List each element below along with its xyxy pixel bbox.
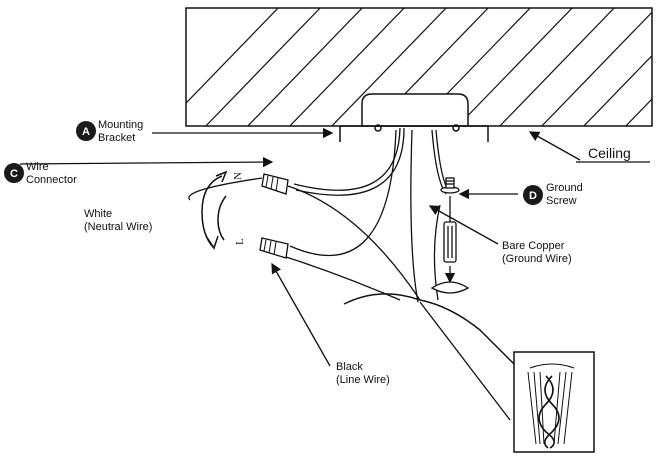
badge-d: D [523, 185, 543, 205]
ground-screw-label-1: Ground [546, 182, 583, 194]
black-wire-label-2: (Line Wire) [336, 374, 390, 386]
junction-box [361, 93, 469, 127]
hatch-line [457, 8, 573, 126]
ground-screw-label-2: Screw [546, 195, 577, 207]
rotate-arrow-icon [201, 170, 228, 250]
bare-copper-label-2: (Ground Wire) [502, 253, 572, 265]
badge-c: C [4, 163, 24, 183]
white-wire-label-1: White [84, 208, 112, 220]
fixture-edge [343, 293, 561, 411]
hatch-line [289, 8, 405, 126]
neutral-mark: N [232, 172, 244, 180]
hatch-line [583, 54, 652, 126]
leader-lines [19, 127, 650, 421]
twist-wires-icon [513, 351, 595, 453]
mounting-bracket-label-1: Mounting [98, 119, 143, 131]
white-wire-label-2: (Neutral Wire) [84, 221, 152, 233]
bare-copper-label-1: Bare Copper [502, 240, 565, 252]
wire-connector-label-2: Connector [26, 174, 77, 186]
hatch-line [205, 8, 321, 126]
ground-screw [440, 177, 460, 194]
mounting-bracket-label-2: Bracket [98, 132, 135, 144]
hatch-line [625, 98, 652, 126]
wire-connector-line [259, 237, 289, 259]
svg-text:D: D [529, 190, 537, 202]
hatch-line [247, 8, 363, 126]
svg-text:A: A [82, 126, 90, 138]
wire-connector-neutral [261, 173, 289, 195]
wires [188, 127, 449, 303]
line-mark: L [234, 238, 246, 245]
ceiling-label: Ceiling [588, 145, 631, 161]
hatch-line [331, 8, 447, 126]
hatch-line [499, 8, 615, 126]
wire-connector-label-1: Wire [26, 161, 49, 173]
badge-a: A [76, 121, 96, 141]
black-wire-label-1: Black [336, 361, 363, 373]
hatch-line [186, 8, 279, 105]
hatch-line [541, 11, 652, 126]
screwdriver-icon [430, 196, 470, 294]
svg-text:C: C [10, 168, 18, 180]
mounting-bracket [339, 124, 489, 142]
